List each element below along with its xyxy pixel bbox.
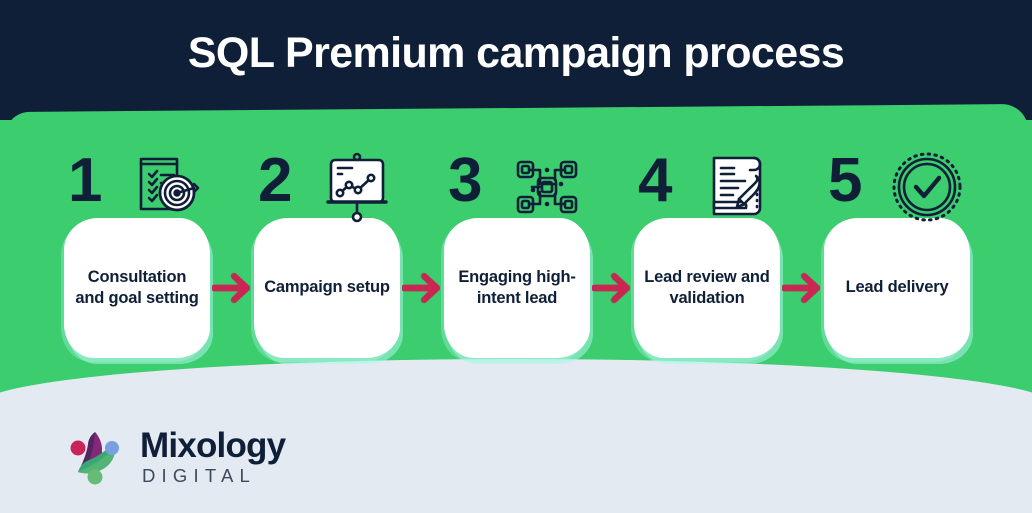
- step-number-5: 5: [828, 146, 863, 215]
- page-title: SQL Premium campaign process: [187, 29, 845, 77]
- header-band: [0, 0, 1032, 122]
- step-card-1[interactable]: Consultation and goal setting: [64, 218, 210, 358]
- step-1[interactable]: 1 Consulta: [60, 140, 212, 365]
- logo-subtitle: DIGITAL: [142, 465, 256, 487]
- step-label-2: Campaign setup: [264, 278, 390, 297]
- step-label-1: Consultation and goal setting: [75, 267, 199, 307]
- logo-name: Mixology: [140, 426, 286, 466]
- step-card-3[interactable]: Engaging high-intent lead: [444, 218, 590, 358]
- step-card-4[interactable]: Lead review and validation: [634, 218, 780, 358]
- checklist-target-icon: [128, 148, 206, 226]
- step-number-3: 3: [448, 146, 483, 215]
- process-steps: 1 Consulta: [0, 140, 1032, 370]
- presentation-chart-icon: [318, 148, 396, 226]
- logo-text: Mixology DIGITAL: [140, 426, 286, 487]
- step-5[interactable]: 5 Lead delivery: [820, 140, 972, 365]
- brand-logo[interactable]: Mixology DIGITAL: [62, 424, 286, 490]
- step-4[interactable]: 4 Lead review and validation: [630, 140, 782, 365]
- step-card-2[interactable]: Campaign setup: [254, 218, 400, 358]
- step-2[interactable]: 2 Campaign setup: [250, 140, 402, 365]
- arrow-right-icon-3: [592, 140, 630, 365]
- mixology-tri-lobe-mark: [62, 424, 128, 490]
- arrow-right-icon-2: [402, 140, 440, 365]
- step-number-4: 4: [638, 146, 673, 215]
- arrow-right-icon-4: [782, 140, 820, 365]
- network-nodes-icon: [508, 148, 586, 226]
- footer-band: [0, 405, 1032, 513]
- check-badge-icon: [888, 148, 966, 226]
- step-card-5[interactable]: Lead delivery: [824, 218, 970, 358]
- arrow-right-icon-1: [212, 140, 250, 365]
- step-number-1: 1: [68, 146, 103, 215]
- step-label-3: Engaging high-intent lead: [458, 267, 576, 307]
- step-number-2: 2: [258, 146, 293, 215]
- document-signature-icon: [698, 148, 776, 226]
- step-3[interactable]: 3: [440, 140, 592, 365]
- step-label-4: Lead review and validation: [644, 267, 770, 307]
- step-label-5: Lead delivery: [845, 278, 949, 297]
